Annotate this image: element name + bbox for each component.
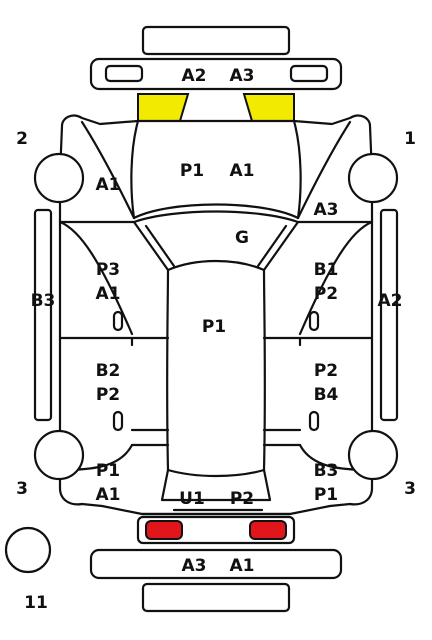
front-right-door-label-1: B1 (314, 260, 339, 280)
rear-left-wheel[interactable] (33, 429, 85, 481)
front-right-door-handle[interactable] (308, 310, 320, 332)
rear-left-door-handle[interactable] (112, 410, 124, 432)
hood-label-1: P1 (180, 161, 204, 181)
spare-tire-label: 11 (24, 593, 48, 613)
front-bumper-right-label: A3 (230, 66, 255, 86)
rear-bumper-left-label: A3 (182, 556, 207, 576)
a-pillar-left (144, 224, 176, 268)
left-door-seams (58, 220, 170, 447)
left-rocker-label: B3 (31, 291, 56, 311)
body-outline (58, 114, 374, 516)
rear-right-door-label-1: P2 (314, 361, 338, 381)
left-rocker-panel[interactable] (33, 208, 53, 422)
right-rocker-label: A2 (378, 291, 403, 311)
rear-left-quarter-label-1: P1 (96, 461, 120, 481)
front-left-headlight[interactable] (137, 93, 190, 122)
spare-tire[interactable] (4, 526, 52, 574)
front-plate[interactable] (141, 25, 291, 56)
right-rocker-panel[interactable] (379, 208, 399, 422)
corner-front-right-label: 1 (404, 129, 416, 149)
front-bumper[interactable] (89, 57, 343, 91)
rear-left-door-label-1: B2 (96, 361, 121, 381)
front-left-wheel[interactable] (33, 152, 85, 204)
rear-right-door-handle[interactable] (308, 410, 320, 432)
rear-bumper[interactable] (89, 548, 343, 580)
trunk-right-label: P2 (230, 489, 254, 509)
rear-right-wheel[interactable] (347, 429, 399, 481)
front-right-headlight[interactable] (242, 93, 295, 122)
rear-right-quarter-label-1: B3 (314, 461, 339, 481)
corner-front-left-label: 2 (16, 129, 28, 149)
front-right-fender-label: A3 (314, 200, 339, 220)
corner-rear-left-label: 3 (16, 479, 28, 499)
trunk-left-label: U1 (179, 489, 205, 509)
front-right-door-label-2: P2 (314, 284, 338, 304)
front-left-fender[interactable] (58, 120, 136, 224)
rear-left-taillight[interactable] (145, 520, 183, 540)
front-left-fender-label: A1 (96, 175, 121, 195)
front-right-fender[interactable] (296, 120, 374, 224)
roof-label: P1 (202, 317, 226, 337)
front-left-door-handle[interactable] (112, 310, 124, 332)
rear-left-quarter-label-2: A1 (96, 485, 121, 505)
cowl-label: G (235, 228, 249, 248)
roof-panel[interactable] (166, 268, 266, 478)
rear-right-taillight[interactable] (249, 520, 287, 540)
rear-plate[interactable] (141, 582, 291, 613)
rear-right-quarter-label-2: P1 (314, 485, 338, 505)
front-right-wheel[interactable] (347, 152, 399, 204)
front-left-door-label-2: A1 (96, 284, 121, 304)
hood-panel[interactable] (130, 119, 302, 220)
corner-rear-right-label: 3 (404, 479, 416, 499)
right-door-seams (262, 220, 374, 447)
front-bumper-left-label: A2 (182, 66, 207, 86)
windshield[interactable] (132, 210, 300, 272)
hood-label-2: A1 (230, 161, 255, 181)
rear-window[interactable] (160, 468, 272, 502)
rear-bumper-right-label: A1 (230, 556, 255, 576)
front-left-fog-lamp[interactable] (104, 64, 144, 83)
rear-right-door-label-2: B4 (314, 385, 339, 405)
a-pillar-right (256, 224, 288, 268)
rear-left-door-label-2: P2 (96, 385, 120, 405)
front-left-door-label-1: P3 (96, 260, 120, 280)
front-right-fog-lamp[interactable] (289, 64, 329, 83)
